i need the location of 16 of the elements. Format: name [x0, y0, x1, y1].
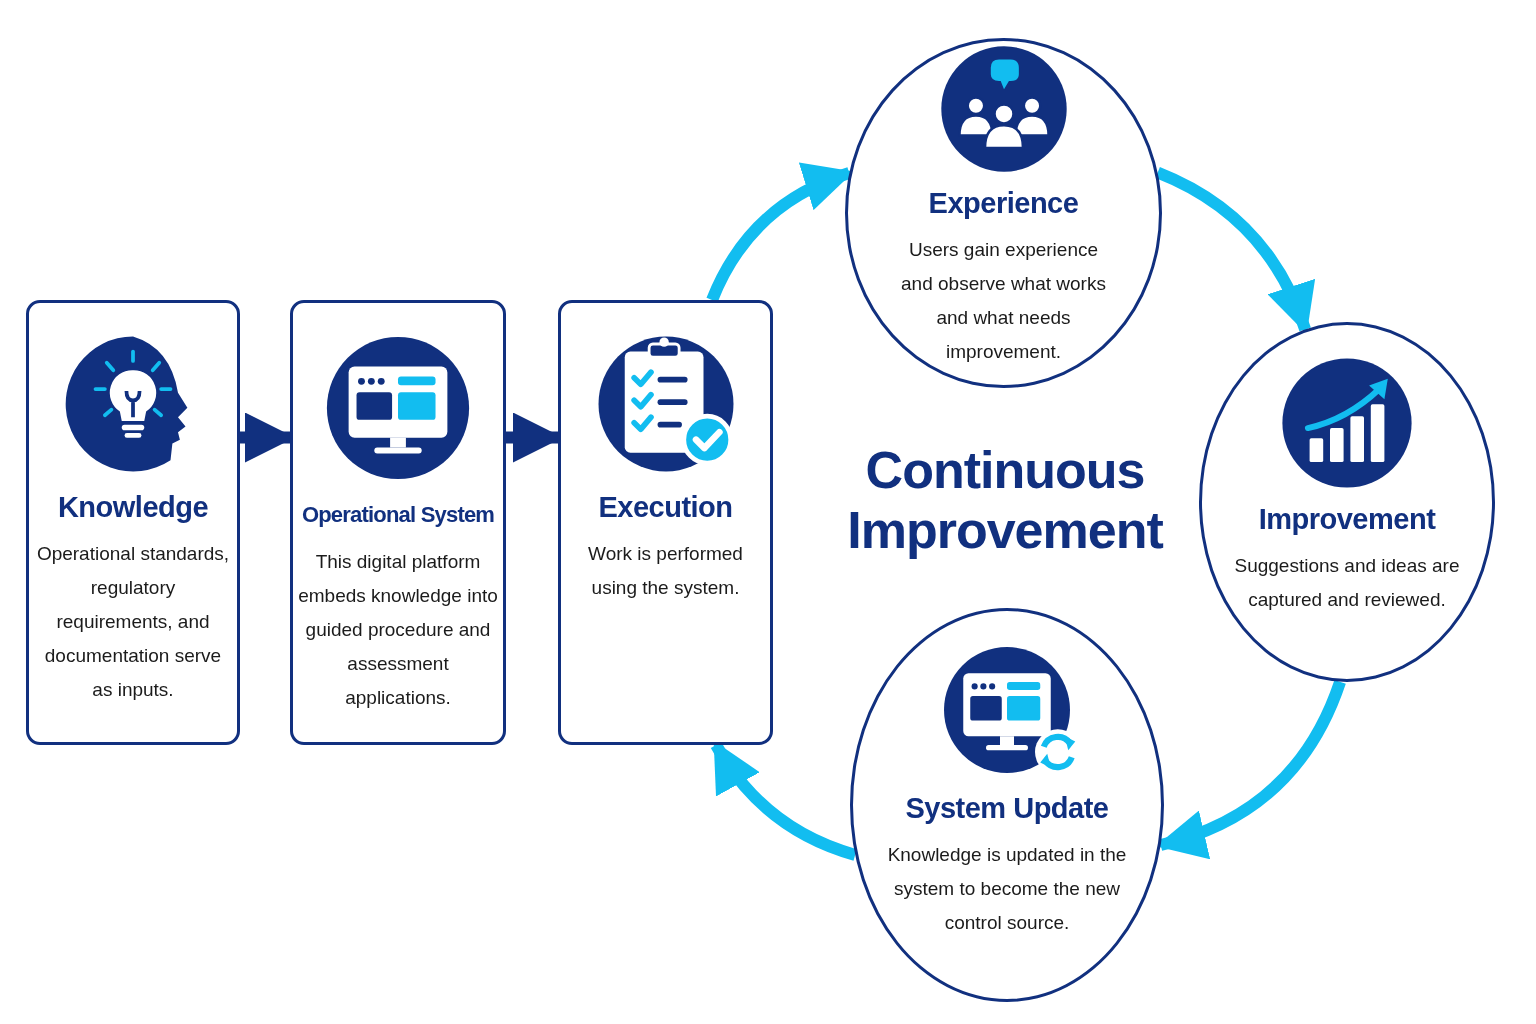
stage-heading: Operational System — [301, 501, 495, 529]
stage-heading: Knowledge — [57, 490, 209, 525]
stage-heading: Execution — [598, 490, 733, 525]
process-card — [558, 300, 773, 745]
stage-description: Users gain experience and observe what works and what needs improvement. — [900, 238, 1107, 364]
stage-heading: Experience — [928, 186, 1079, 221]
stage-description: Suggestions and ideas are captured and reviewed. — [1234, 554, 1460, 612]
process-card — [290, 300, 506, 745]
diagram-title: Continuous Improvement — [846, 440, 1165, 560]
stage-description: Work is performed using the system. — [587, 542, 744, 600]
stage-description: Operational standards, regulatory requirements, and documentation serve as inputs. — [35, 542, 231, 702]
stage-heading: System Update — [905, 791, 1109, 826]
process-card — [26, 300, 240, 745]
stage-heading: Improvement — [1258, 502, 1436, 537]
stage-description: Knowledge is updated in the system to become the new control source. — [886, 843, 1128, 935]
stage-description: This digital platform embeds knowledge into guided procedure and assessment applications. — [298, 550, 498, 710]
